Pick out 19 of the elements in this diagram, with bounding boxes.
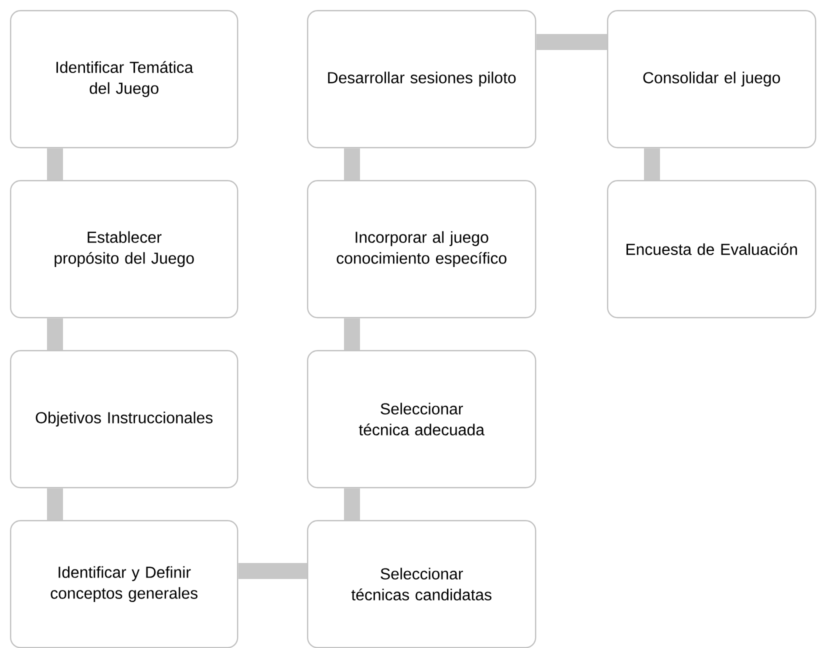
process-box: Encuesta de Evaluación (607, 180, 816, 318)
process-box: Seleccionar técnica adecuada (307, 350, 536, 488)
connector-bar (344, 488, 360, 520)
process-box: Seleccionar técnicas candidatas (307, 520, 536, 648)
process-box: Identificar Temática del Juego (10, 10, 238, 148)
connector-bar (238, 563, 307, 579)
process-box: Establecer propósito del Juego (10, 180, 238, 318)
connector-bar (536, 34, 607, 50)
process-box: Desarrollar sesiones piloto (307, 10, 536, 148)
connector-bar (47, 148, 63, 180)
connector-bar (344, 148, 360, 180)
process-box: Consolidar el juego (607, 10, 816, 148)
process-box: Incorporar al juego conocimiento específico (307, 180, 536, 318)
connector-bar (47, 318, 63, 350)
connector-bar (344, 318, 360, 350)
process-box: Identificar y Definir conceptos generales (10, 520, 238, 648)
connector-bar (644, 148, 660, 180)
process-box: Objetivos Instruccionales (10, 350, 238, 488)
connector-bar (47, 488, 63, 520)
